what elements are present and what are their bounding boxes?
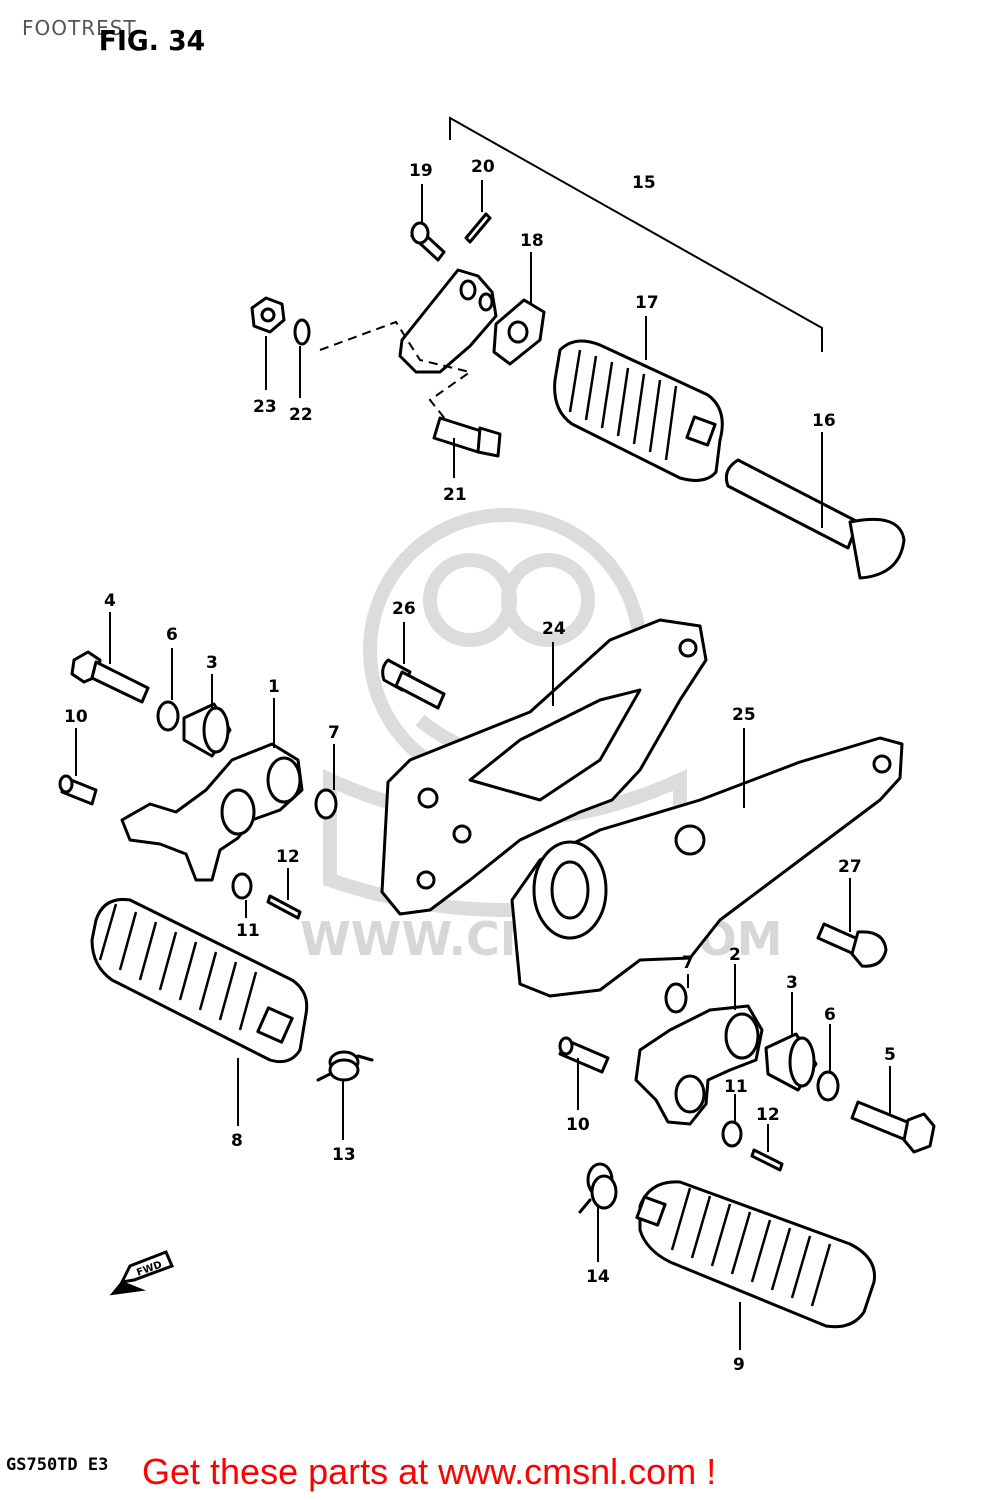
- callout-9: 9: [733, 1355, 745, 1375]
- footrest-bracket-25: [510, 736, 904, 998]
- pin-10-right: [558, 1036, 610, 1074]
- callout-6-right: 6: [824, 1005, 836, 1025]
- axis-line-top: [319, 320, 473, 421]
- callout-7-right: 7: [682, 953, 694, 973]
- washer-22: [293, 318, 311, 346]
- washer-11-left: [231, 872, 253, 900]
- callout-2: 2: [729, 945, 741, 965]
- spring-14: [578, 1162, 618, 1214]
- pin-19: [410, 221, 446, 262]
- page-label: FOOTREST: [22, 16, 137, 40]
- callout-5: 5: [884, 1045, 896, 1065]
- callout-21: 21: [443, 485, 467, 505]
- call-to-action-link[interactable]: Get these parts at www.cmsnl.com !: [142, 1451, 717, 1492]
- cotter-pin-12-left: [266, 894, 302, 920]
- callout-26: 26: [392, 599, 416, 619]
- callout-11-right: 11: [724, 1077, 748, 1097]
- spring-13: [316, 1050, 374, 1082]
- callout-8: 8: [231, 1131, 243, 1151]
- figure-title: FIG. 34: [98, 24, 206, 57]
- callout-4: 4: [104, 591, 116, 611]
- callout-leaders: [75, 180, 891, 1350]
- callout-10-right: 10: [566, 1115, 590, 1135]
- footrest-bracket-24: [380, 618, 708, 916]
- footrest-rubber-9: [635, 1180, 876, 1329]
- callout-23: 23: [253, 397, 277, 417]
- bolt-26: [381, 658, 446, 710]
- callout-10-left: 10: [64, 707, 88, 727]
- footrest-pin-16: [724, 458, 906, 580]
- callout-11-left: 11: [236, 921, 260, 941]
- callout-3-right: 3: [786, 973, 798, 993]
- footrest-rubber-9-ribs: [670, 1187, 832, 1307]
- callout-16: 16: [812, 411, 836, 431]
- nut-23: [250, 296, 286, 334]
- washer-6-right: [816, 1070, 840, 1102]
- footrest-rubber-8-ribs: [98, 903, 258, 1031]
- callout-22: 22: [289, 405, 313, 425]
- bolt-27: [816, 922, 888, 968]
- bolt-5: [850, 1100, 936, 1154]
- callout-12-right: 12: [756, 1105, 780, 1125]
- callout-6-left: 6: [166, 625, 178, 645]
- callout-24: 24: [542, 619, 566, 639]
- callout-27: 27: [838, 857, 862, 877]
- callout-7-left: 7: [328, 723, 340, 743]
- callout-20: 20: [471, 157, 495, 177]
- callout-18: 18: [520, 231, 544, 251]
- footrest-rubber-8: [90, 897, 309, 1064]
- callout-14: 14: [586, 1267, 610, 1287]
- callout-labels: 19 20 15 18 17 23 22 21 16 4 6 3 1 10 26…: [64, 157, 896, 1375]
- plate-18: [492, 298, 546, 366]
- footrest-rubber-17-ribs: [568, 349, 678, 461]
- callout-1: 1: [268, 677, 280, 697]
- assembly-15-bracket: [449, 116, 823, 352]
- footrest-holder-2: [634, 1004, 764, 1126]
- collar-3-right: [764, 1032, 818, 1092]
- washer-6-left: [156, 700, 180, 732]
- footrest-holder-bracket: [398, 268, 498, 374]
- bolt-4: [70, 650, 150, 704]
- cotter-pin-12-right: [750, 1148, 784, 1172]
- callout-13: 13: [332, 1145, 356, 1165]
- bolt-21: [432, 416, 502, 458]
- washer-7-left: [314, 788, 338, 820]
- callout-19: 19: [409, 161, 433, 181]
- cotter-pin-20: [464, 212, 492, 244]
- collar-3-left: [182, 702, 232, 758]
- callout-3-left: 3: [206, 653, 218, 673]
- model-code: GS750TD E3: [6, 1455, 109, 1475]
- pin-10-left: [58, 774, 98, 806]
- callout-15: 15: [632, 173, 656, 193]
- callout-17: 17: [635, 293, 659, 313]
- washer-7-right: [664, 982, 688, 1014]
- footrest-holder-1: [120, 742, 304, 882]
- callout-12-left: 12: [276, 847, 300, 867]
- callout-25: 25: [732, 705, 756, 725]
- forward-direction-arrow: FWD: [109, 1250, 175, 1296]
- washer-11-right: [721, 1120, 743, 1148]
